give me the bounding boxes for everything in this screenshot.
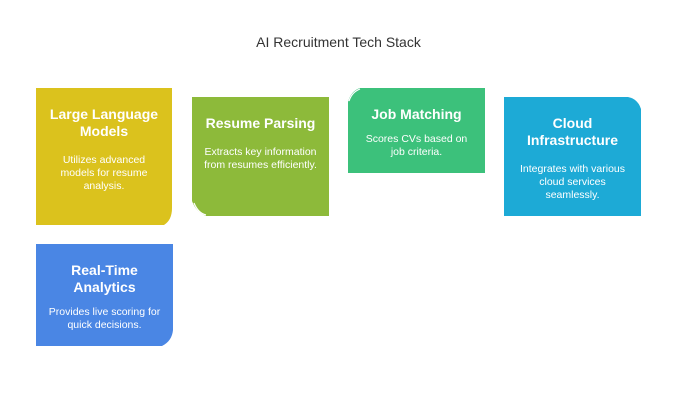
card-background — [192, 97, 329, 216]
card-background — [504, 97, 641, 216]
card-heading: Resume Parsing — [205, 115, 316, 131]
card-large-language-models: Large Language Models Utilizes advanced … — [36, 88, 172, 225]
card-background — [36, 88, 172, 225]
card-background — [348, 88, 485, 173]
card-cloud-infrastructure: Cloud Infrastructure Integrates with var… — [504, 97, 641, 216]
card-real-time-analytics: Real-Time Analytics Provides live scorin… — [36, 244, 173, 346]
diagram-title: AI Recruitment Tech Stack — [256, 34, 421, 50]
card-description: Scores CVs based on job criteria. — [365, 133, 468, 158]
card-description: Integrates with various cloud services s… — [519, 163, 626, 201]
card-heading: Large Language Models — [49, 106, 159, 139]
card-description: Provides live scoring for quick decision… — [48, 306, 161, 331]
card-description: Utilizes advanced models for resume anal… — [60, 154, 148, 192]
card-background — [36, 244, 173, 346]
card-heading: Cloud Infrastructure — [526, 115, 619, 148]
card-heading: Job Matching — [371, 106, 462, 122]
card-job-matching: Job Matching Scores CVs based on job cri… — [348, 88, 485, 173]
card-resume-parsing: Resume Parsing Extracts key information … — [192, 97, 329, 216]
card-heading: Real-Time Analytics — [71, 262, 138, 295]
card-description: Extracts key information from resumes ef… — [204, 146, 317, 171]
